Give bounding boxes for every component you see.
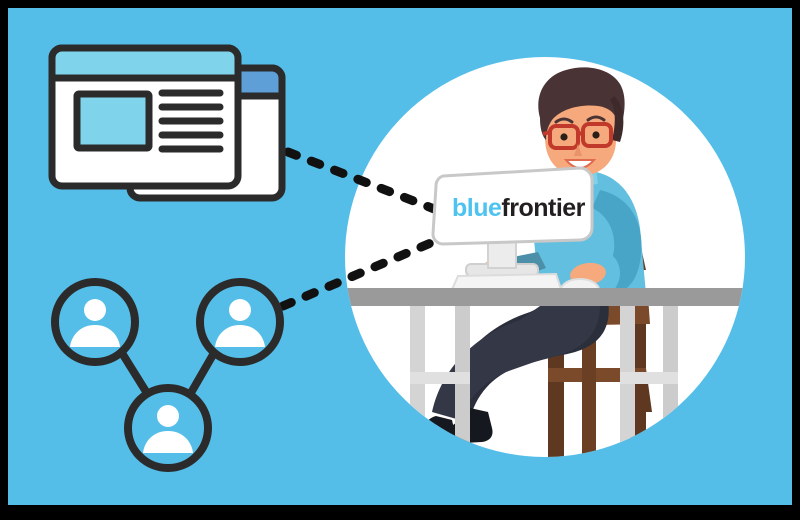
computer-monitor [431,166,594,277]
screen-logo: bluefrontier [452,194,586,222]
connector-lines-group [278,147,452,311]
eye-right [592,131,600,139]
connector-dashed-line-bottom [278,231,452,311]
window-image-thumbnail [73,90,153,152]
desk-top [345,288,745,306]
scene-artwork: bluefrontier [8,8,792,505]
browser-windows-icon [48,44,286,202]
browser-window-front [48,44,242,190]
glasses-bridge [577,131,584,136]
developer-illustration [345,67,745,457]
chair-leg-back [582,324,596,457]
glasses-temple [542,130,551,136]
user-node-bottom-circle [124,384,212,472]
person-head-icon [229,299,251,321]
eyebrow-left [554,117,574,124]
network-edge-right [184,350,218,401]
person-head-icon [157,405,179,427]
leg-upper-front [432,304,600,420]
monitor-screen [431,166,594,246]
person-body-icon [215,325,265,347]
user-node-bottom [124,384,212,472]
connector-dashed-line-top [283,147,452,219]
user-node-right [196,278,284,366]
hair [538,67,625,140]
logo-text-frontier: frontier [501,194,585,222]
person-head-icon [84,299,106,321]
person-body-icon [143,431,193,453]
user-network-icon [51,278,284,472]
desk-crossbar-left [410,372,470,384]
user-node-left-circle [51,278,139,366]
person-head [538,67,625,184]
browser-window-front-header [48,44,242,82]
user-node-left [51,278,139,366]
glasses-icon [542,122,613,150]
logo-text-blue: blue [452,194,502,222]
person-body-icon [70,325,120,347]
glasses-lens-left [548,124,580,150]
desk-crossbar-right [620,372,678,384]
eye-left [560,133,568,141]
shirt-arm-shadow [582,190,642,297]
window-text-lines [158,89,224,153]
user-node-right-circle [196,278,284,366]
hair-shadow [610,96,624,142]
illustration-canvas: bluefrontier [8,8,792,505]
eyebrow-right [586,115,606,122]
nose [574,144,582,156]
